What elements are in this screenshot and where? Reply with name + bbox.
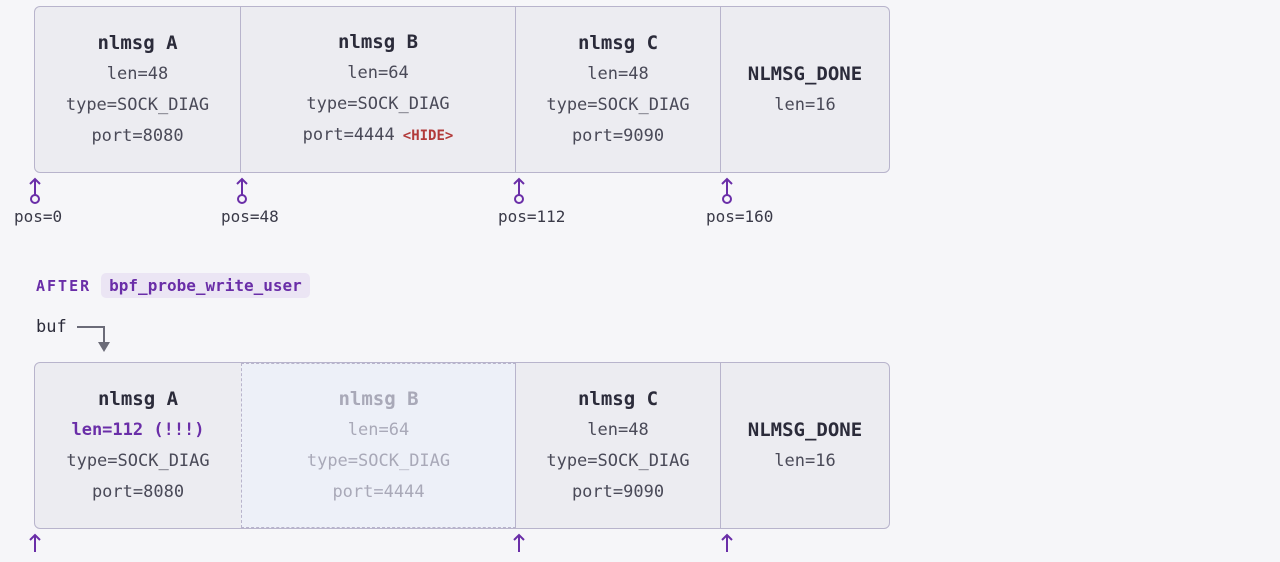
msg-port: port=8080 [91, 481, 185, 502]
msg-name: NLMSG_DONE [747, 418, 863, 441]
msg-len: len=48 [587, 63, 649, 84]
nlmsg-c-before: nlmsg C len=48 type=SOCK_DIAG port=9090 [516, 7, 721, 172]
after-heading: AFTER bpf_probe_write_user [36, 273, 310, 298]
msg-len: len=64 [347, 63, 409, 83]
msg-port: port=8080 [91, 125, 184, 146]
pos-label: pos=160 [706, 207, 774, 226]
pos-label: pos=112 [498, 207, 566, 226]
nlmsg-b-hidden: nlmsg B len=64 type=SOCK_DIAG port=4444 [241, 363, 516, 528]
msg-len: len=16 [774, 450, 836, 471]
nlmsg-a-after: nlmsg A len=112 (!!!) type=SOCK_DIAG por… [35, 363, 241, 528]
pos-marker-icon [236, 177, 248, 204]
msg-name: nlmsg C [577, 387, 659, 410]
msg-port: port=9090 [571, 125, 665, 146]
pos-marker-icon [721, 533, 733, 552]
msg-port: port=9090 [571, 481, 665, 502]
nlmsg-b-before: nlmsg B len=64 type=SOCK_DIAG port=4444 <… [241, 7, 516, 172]
nlmsg-done-after: NLMSG_DONE len=16 [721, 363, 889, 528]
hide-tag: <HIDE> [402, 128, 454, 144]
msg-len: len=16 [774, 94, 836, 115]
msg-port: port=4444 [332, 481, 425, 502]
nlmsg-done-before: NLMSG_DONE len=16 [721, 7, 889, 172]
msg-type: type=SOCK_DIAG [306, 94, 450, 114]
msg-type: type=SOCK_DIAG [546, 94, 690, 115]
buffer-after: nlmsg A len=112 (!!!) type=SOCK_DIAG por… [34, 362, 890, 529]
msg-type: type=SOCK_DIAG [66, 450, 210, 471]
msg-name: NLMSG_DONE [747, 62, 863, 85]
msg-len-modified: len=112 (!!!) [71, 419, 205, 440]
msg-name: nlmsg A [97, 387, 179, 410]
msg-type: type=SOCK_DIAG [546, 450, 690, 471]
buf-label: buf [36, 317, 67, 337]
buf-pointer-arrow-icon [77, 326, 110, 352]
function-chip: bpf_probe_write_user [101, 273, 310, 298]
msg-len: len=48 [587, 419, 649, 440]
msg-port-row: port=4444 <HIDE> [303, 120, 454, 152]
msg-name: nlmsg C [577, 31, 659, 54]
buffer-before: nlmsg A len=48 type=SOCK_DIAG port=8080 … [34, 6, 890, 173]
pos-label: pos=48 [221, 207, 279, 226]
nlmsg-a-before: nlmsg A len=48 type=SOCK_DIAG port=8080 [35, 7, 241, 172]
pos-marker-icon [29, 533, 41, 552]
msg-name: nlmsg B [337, 31, 419, 53]
msg-len: len=64 [347, 419, 410, 440]
msg-type: type=SOCK_DIAG [306, 450, 451, 471]
msg-name: nlmsg A [97, 31, 178, 54]
msg-name: nlmsg B [338, 387, 419, 410]
pos-marker-icon [29, 177, 41, 204]
pos-marker-icon [721, 177, 733, 204]
msg-type: type=SOCK_DIAG [65, 94, 210, 115]
pos-label: pos=0 [14, 207, 63, 226]
nlmsg-c-after: nlmsg C len=48 type=SOCK_DIAG port=9090 [516, 363, 721, 528]
msg-port: port=4444 [302, 125, 395, 145]
pos-marker-icon [513, 177, 525, 204]
after-label: AFTER [36, 276, 92, 295]
msg-len: len=48 [106, 63, 169, 84]
pos-marker-icon [513, 533, 525, 552]
